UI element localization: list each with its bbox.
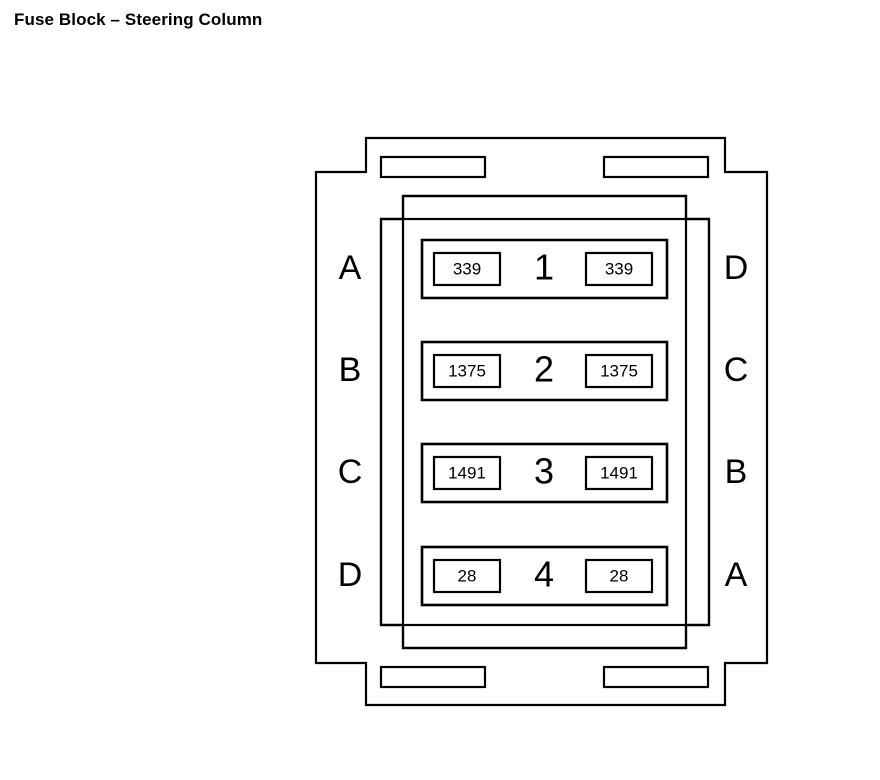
cavity-row-4-right-circuit-box[interactable] bbox=[584, 558, 654, 594]
tab-bottom-left bbox=[379, 665, 487, 689]
tab-top-left bbox=[379, 155, 487, 179]
row-letter-left-2: B bbox=[339, 351, 362, 389]
cavity-row-1-number: 1 bbox=[534, 247, 554, 288]
cavity-row-2-left-circuit-label: 1375 bbox=[448, 361, 486, 380]
cavity-row-1-right-circuit-label: 339 bbox=[605, 259, 633, 278]
row-letter-left-4: D bbox=[338, 556, 363, 594]
cavity-row-4[interactable]: 28 28 4 bbox=[420, 545, 669, 607]
row-letter-right-2: C bbox=[724, 351, 749, 389]
cavity-row-4-left-circuit-box[interactable] bbox=[432, 558, 502, 594]
locking-tabs-group bbox=[379, 155, 710, 689]
cavity-row-2-right-circuit-box[interactable] bbox=[584, 353, 654, 389]
cavity-row-4-number: 4 bbox=[534, 554, 554, 595]
cavity-row-2-number: 2 bbox=[534, 349, 554, 390]
cavity-row-3-left-circuit-label: 1491 bbox=[448, 463, 486, 482]
connector-inner-frame bbox=[401, 217, 688, 627]
housing-outline bbox=[314, 136, 769, 707]
connector-outer-housing bbox=[314, 136, 769, 707]
tab-top-right bbox=[602, 155, 710, 179]
cavity-row-3-right-circuit-box[interactable] bbox=[584, 455, 654, 491]
cavity-row-2-right-circuit-label: 1375 bbox=[600, 361, 638, 380]
row-letter-right-1: D bbox=[724, 249, 749, 287]
page-title: Fuse Block – Steering Column bbox=[14, 10, 263, 29]
cavity-row-3-left-circuit-box[interactable] bbox=[432, 455, 502, 491]
cavity-row-4-left-circuit-label: 28 bbox=[458, 566, 477, 585]
cavity-row-3[interactable]: 1491 1491 3 bbox=[420, 442, 669, 504]
cavity-row-1-right-circuit-box[interactable] bbox=[584, 251, 654, 287]
cavity-rows-group: 339 339 1 1375 1375 2 1491 1491 3 28 28 4 bbox=[420, 238, 669, 607]
cavity-row-1-left-circuit-box[interactable] bbox=[432, 251, 502, 287]
row-letter-right-3: B bbox=[725, 453, 748, 491]
row-letter-right-4: A bbox=[725, 556, 748, 594]
cavity-row-2-left-circuit-box[interactable] bbox=[432, 353, 502, 389]
side-letters-group: A D B C C B D A bbox=[338, 249, 749, 594]
row-letter-left-3: C bbox=[338, 453, 363, 491]
tab-bottom-right bbox=[602, 665, 710, 689]
inner-frame-outline bbox=[401, 217, 688, 627]
cavity-row-4-right-circuit-label: 28 bbox=[610, 566, 629, 585]
cavity-row-1[interactable]: 339 339 1 bbox=[420, 238, 669, 300]
cavity-row-3-right-circuit-label: 1491 bbox=[600, 463, 638, 482]
row-letter-left-1: A bbox=[339, 249, 362, 287]
cavity-row-1-left-circuit-label: 339 bbox=[453, 259, 481, 278]
cavity-row-2[interactable]: 1375 1375 2 bbox=[420, 340, 669, 402]
cavity-row-3-number: 3 bbox=[534, 451, 554, 492]
